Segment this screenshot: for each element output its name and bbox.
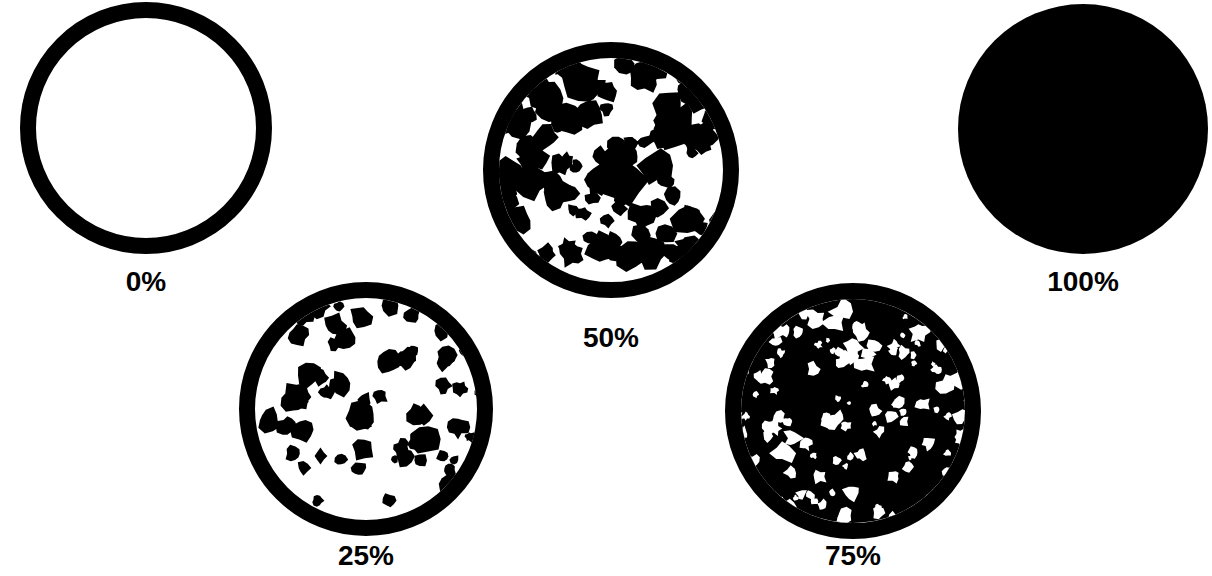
coverage-circle: 50%	[483, 42, 739, 354]
coverage-pattern	[958, 4, 1208, 254]
percent-label: 50%	[463, 324, 759, 352]
percent-label: 100%	[938, 268, 1212, 296]
coverage-circle: 75%	[725, 283, 981, 572]
coverage-circle: 0%	[20, 2, 272, 298]
coverage-circle: 25%	[239, 282, 493, 572]
coverage-pattern	[483, 42, 739, 298]
percent-label: 0%	[0, 268, 292, 296]
percent-label: 25%	[219, 542, 513, 570]
coverage-circle: 100%	[958, 4, 1208, 298]
percent-label: 75%	[705, 542, 1001, 570]
coverage-pattern	[20, 2, 272, 254]
coverage-pattern	[725, 283, 981, 539]
coverage-pattern	[239, 282, 493, 536]
